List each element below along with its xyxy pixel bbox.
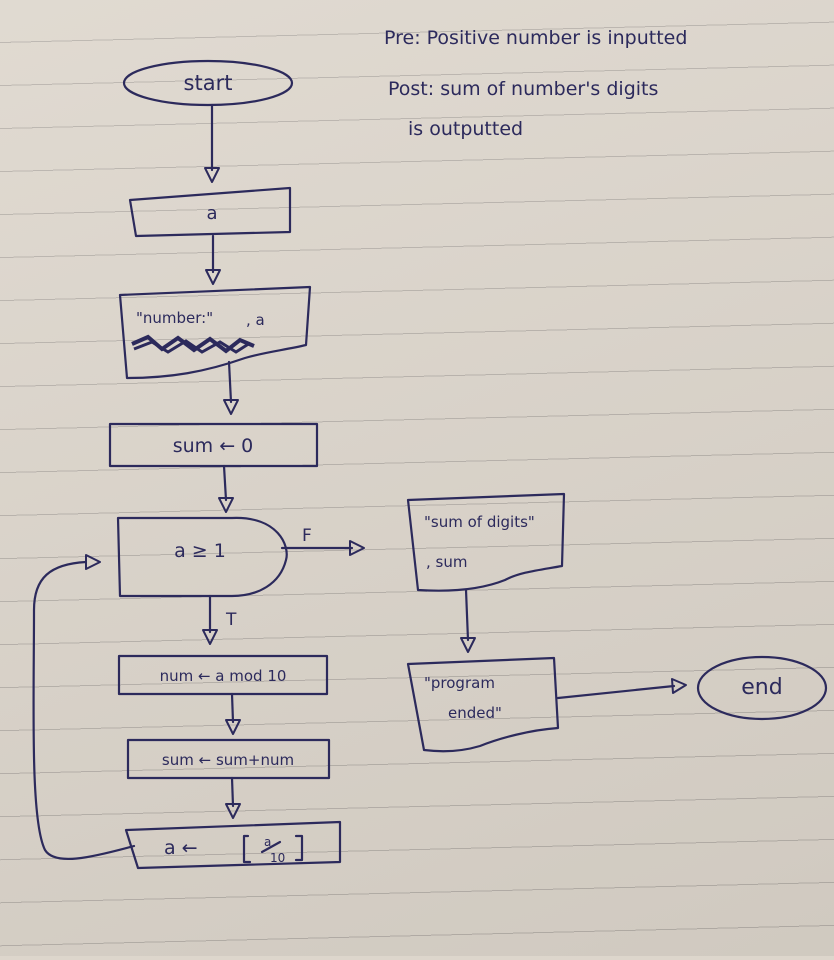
arrow-input-to-output [205, 234, 221, 285]
end-terminator [696, 655, 828, 721]
output-number-label: "number:" [136, 309, 213, 327]
floor-expression: a 10 [242, 834, 304, 865]
false-label: F [302, 526, 312, 546]
arrow-output-to-init [223, 360, 239, 415]
input-a-label: a [206, 203, 217, 224]
div-step-prefix: a ← [164, 837, 198, 859]
output-sum-box [406, 492, 566, 592]
output-end-box [406, 656, 560, 753]
arrow-add-to-div [225, 776, 241, 819]
add-step-label: sum ← sum+num [162, 751, 294, 769]
arrow-sum-to-end-output [460, 588, 476, 653]
start-terminator [122, 59, 294, 107]
mod-step-label: num ← a mod 10 [160, 667, 287, 685]
arrow-true-branch [202, 594, 218, 645]
start-label: start [184, 71, 233, 95]
end-label: end [741, 675, 782, 700]
true-label: T [225, 610, 237, 630]
precondition-note: Pre: Positive number is inputted [384, 27, 687, 49]
output-end-label-line1: "program [424, 674, 495, 692]
arrow-mod-to-add [225, 692, 241, 735]
loop-back-arrow [32, 554, 136, 860]
output-sum-label: "sum of digits" [424, 513, 535, 531]
output-number-box [118, 285, 312, 380]
arrow-init-to-decision [218, 464, 234, 513]
output-end-label-line2: ended" [448, 704, 502, 722]
arrow-false-branch [280, 540, 365, 556]
init-sum-label: sum ← 0 [173, 435, 254, 457]
arrow-output-to-end [556, 678, 687, 700]
decision-label: a ≥ 1 [174, 540, 226, 562]
init-sum-box [108, 422, 319, 468]
arrow-start-to-input [204, 103, 220, 183]
decision-box [116, 516, 288, 598]
mod-step-box [117, 654, 329, 696]
output-number-value: , a [246, 311, 265, 329]
scribble-mark [131, 334, 255, 354]
input-a-box [128, 186, 292, 238]
postcondition-note-line1: Post: sum of number's digits [388, 78, 658, 100]
postcondition-note-line2: is outputted [408, 118, 523, 140]
output-sum-value: , sum [426, 553, 467, 571]
div-step-box [124, 820, 342, 870]
div-step-numerator: a [264, 835, 271, 849]
add-step-box [126, 738, 331, 780]
div-step-denominator: 10 [270, 851, 285, 865]
